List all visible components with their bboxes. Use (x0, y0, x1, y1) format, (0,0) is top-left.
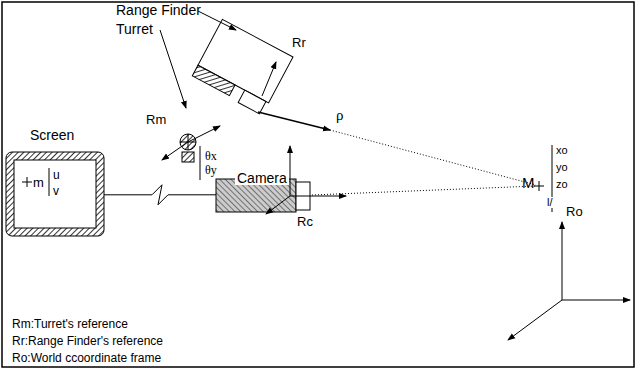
legend-note: Rm:Turret's reference (12, 318, 128, 330)
part-label: Rr (292, 36, 306, 49)
node-label: Camera (235, 171, 289, 185)
part-label: θx (205, 150, 217, 162)
part-label: l/ (547, 197, 553, 208)
legend-note: Ro:World ccoordinate frame (12, 352, 161, 364)
node-label: Screen (30, 128, 104, 142)
part-label: M (522, 175, 535, 190)
part-label: Ro (566, 205, 583, 218)
part-label: xo (556, 145, 568, 156)
part-label: m (33, 176, 44, 189)
screen-box: Screen (6, 128, 104, 236)
part-label: Turret (116, 22, 153, 36)
legend-note: Rr:Range Finder's reference (12, 335, 163, 347)
part-label: v (53, 185, 59, 197)
part-label: Rc (297, 215, 313, 228)
cable-line (104, 185, 216, 205)
part-label: zo (556, 179, 568, 190)
part-label: ρ (336, 108, 344, 123)
part-label: Range Finder (116, 3, 201, 17)
part-label: θy (205, 164, 217, 176)
part-label: u (53, 169, 60, 181)
part-label: yo (556, 162, 568, 173)
part-label: Rm (146, 113, 166, 126)
camera-box: Camera (216, 169, 296, 212)
